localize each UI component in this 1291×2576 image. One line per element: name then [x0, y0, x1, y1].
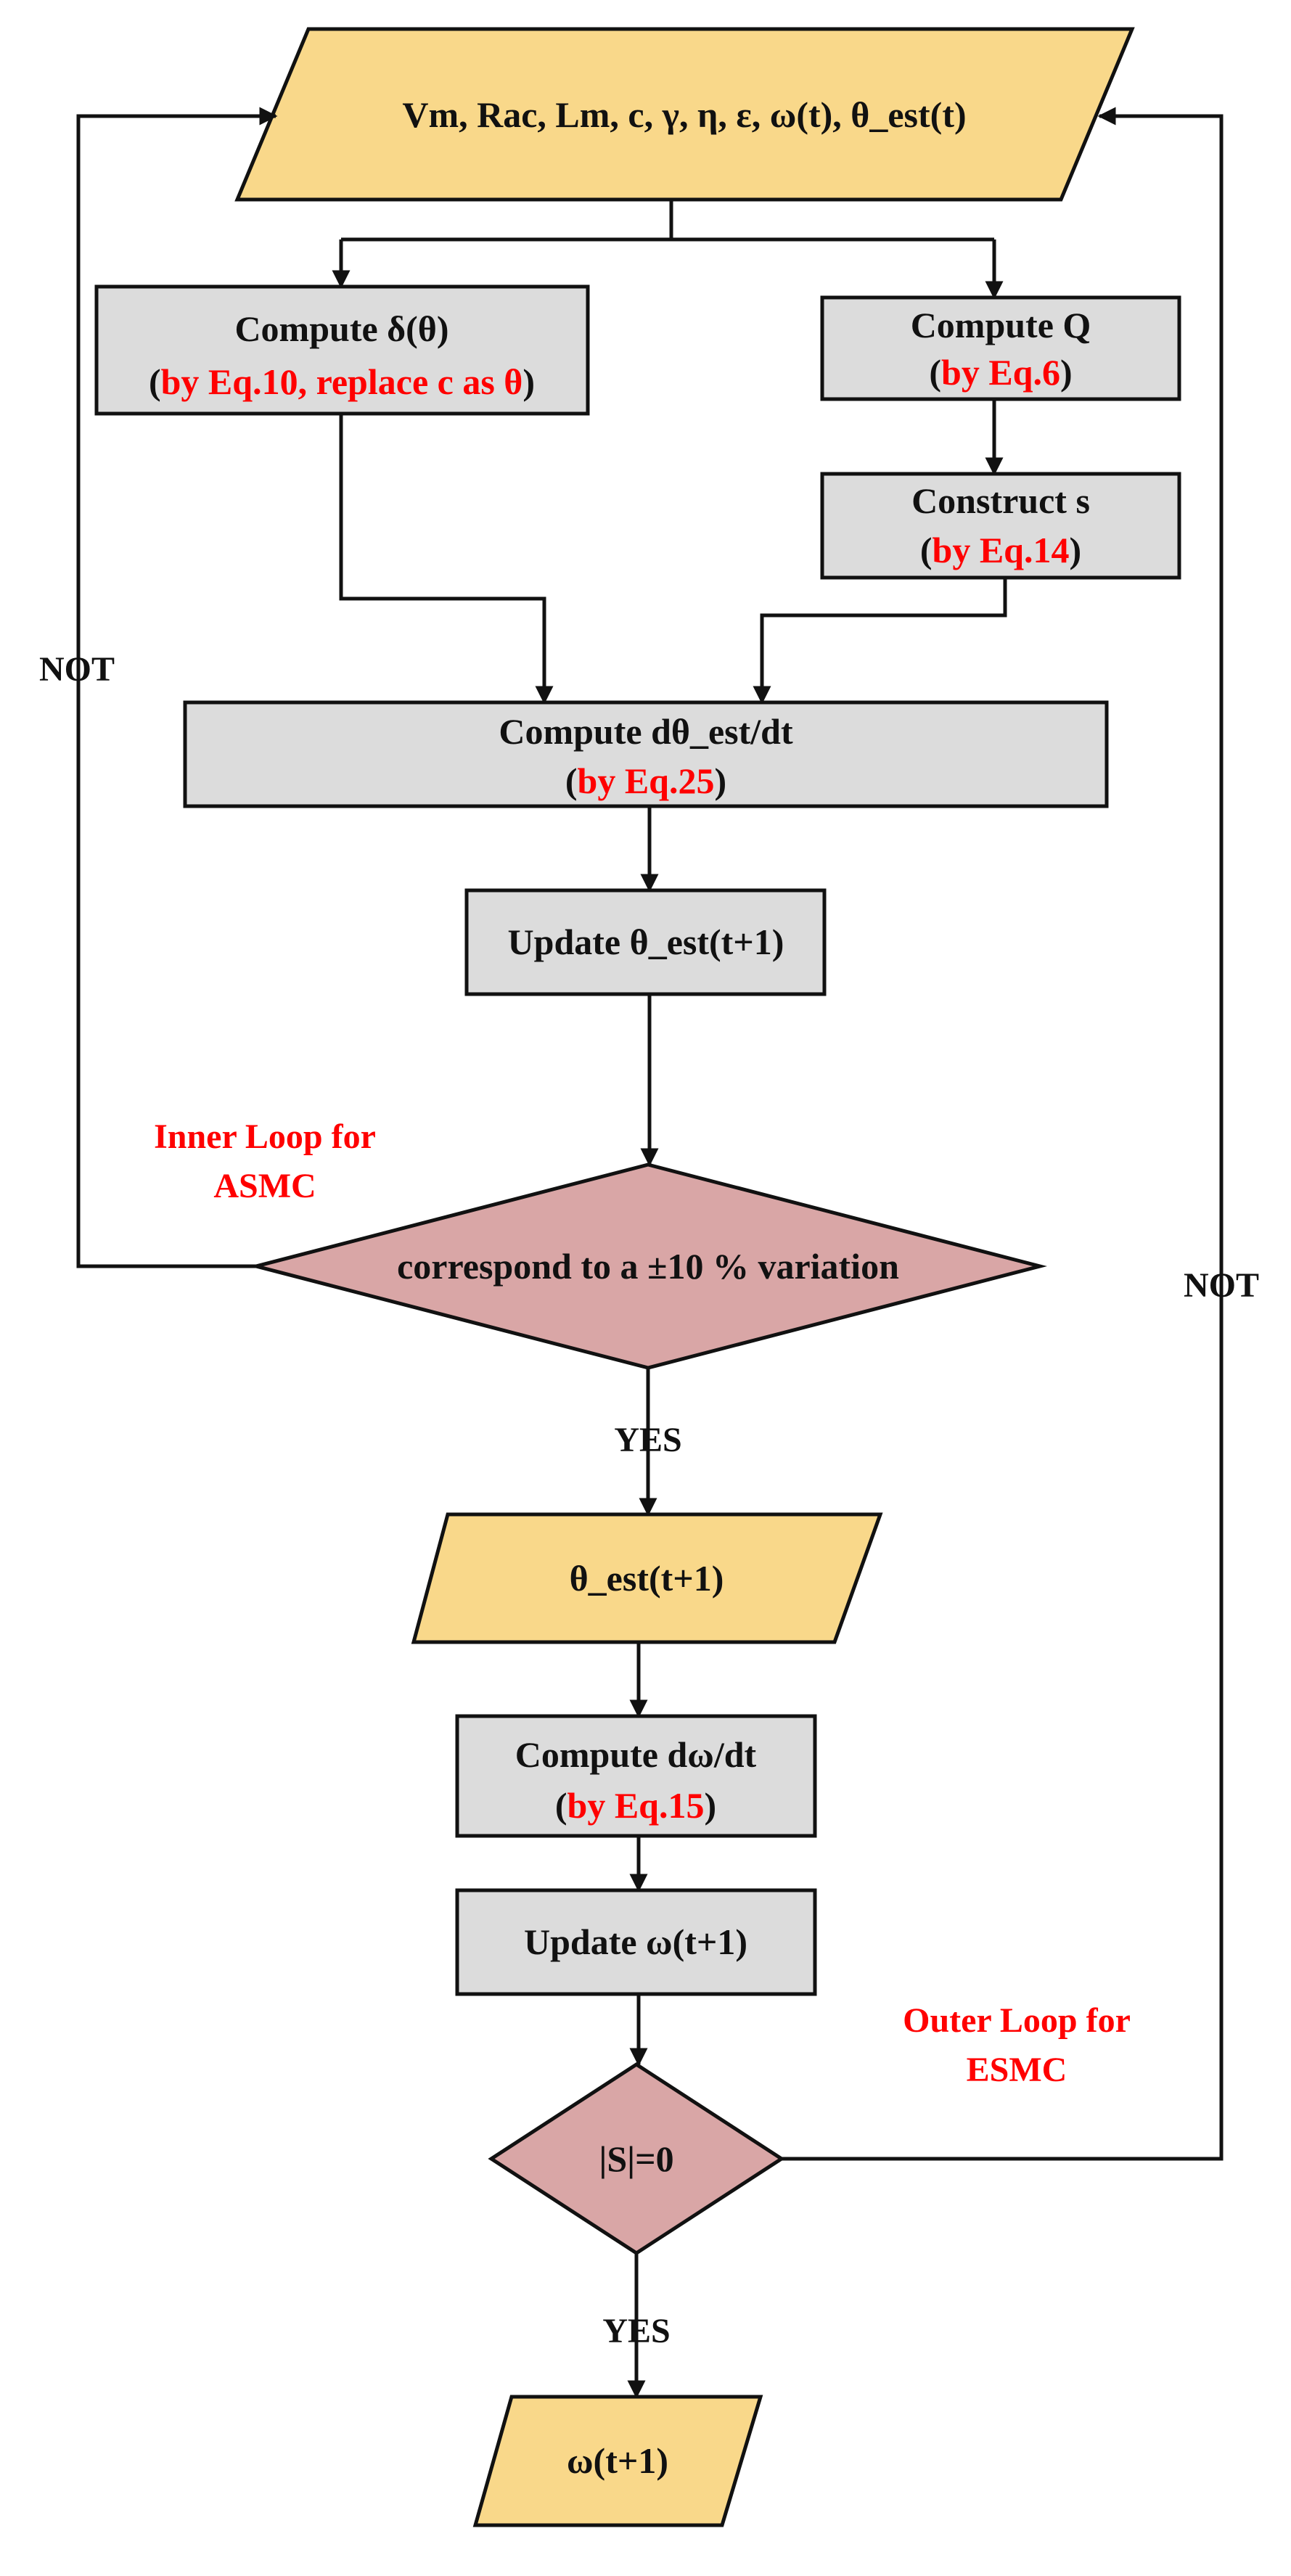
compute-q-ref: (by Eq.6) [929, 352, 1072, 393]
construct-s-box [820, 472, 1181, 580]
compute-domega-ref-eq: by Eq.15 [567, 1785, 705, 1826]
edge-outer-not-loop [782, 107, 1224, 2161]
theta-output-text: θ_est(t+1) [570, 1558, 724, 1599]
compute-delta-box [94, 284, 590, 416]
outer-loop-label-line1: Outer Loop for [903, 2001, 1131, 2040]
compute-q-ref-open: ( [929, 352, 941, 393]
variation-decision-text: correspond to a ±10 % variation [397, 1246, 899, 1287]
compute-delta-title: Compute δ(θ) [234, 308, 448, 349]
s-zero-text: |S|=0 [599, 2138, 673, 2179]
inner-loop-label-line2: ASMC [213, 1167, 316, 1205]
omega-output-text: ω(t+1) [567, 2440, 668, 2481]
outer-loop-label-line2: ESMC [967, 2051, 1067, 2089]
compute-domega-ref-close: ) [704, 1785, 716, 1826]
construct-s-ref-close: ) [1069, 530, 1081, 570]
construct-s-title: Construct s [911, 480, 1090, 521]
compute-delta-ref-open: ( [149, 361, 161, 402]
compute-q-ref-eq: by Eq.6 [941, 352, 1060, 393]
edge-delta-to-dtheta [339, 414, 554, 705]
yes-variation-label: YES [614, 1421, 681, 1459]
compute-domega-ref-open: ( [555, 1785, 567, 1826]
edge-s-to-dtheta [753, 578, 1007, 705]
construct-s-ref-eq: by Eq.14 [933, 530, 1070, 570]
construct-s-ref-open: ( [920, 530, 933, 570]
compute-q-ref-close: ) [1060, 352, 1073, 393]
compute-dtheta-ref-close: ) [714, 760, 726, 801]
outer-not-label: NOT [1184, 1266, 1259, 1305]
compute-delta-ref-eq: by Eq.10, replace c as θ [161, 361, 523, 402]
compute-domega-title: Compute dω/dt [515, 1734, 757, 1775]
update-omega-text: Update ω(t+1) [524, 1921, 747, 1962]
compute-dtheta-box [183, 700, 1109, 808]
inner-loop-label-line1: Inner Loop for [154, 1117, 376, 1156]
inputs-parallelogram [234, 27, 1135, 202]
compute-delta-ref-close: ) [522, 361, 535, 402]
compute-domega-ref: (by Eq.15) [555, 1785, 716, 1826]
theta-output-parallelogram [411, 1512, 883, 1644]
compute-dtheta-ref: (by Eq.25) [565, 760, 726, 801]
yes-s-label: YES [602, 2312, 670, 2350]
inputs-text: Vm, Rac, Lm, c, γ, η, ε, ω(t), θ_est(t) [402, 94, 966, 135]
compute-dtheta-ref-eq: by Eq.25 [578, 760, 715, 801]
compute-q-box [820, 295, 1181, 401]
inner-not-label: NOT [39, 650, 115, 689]
update-theta-box [464, 888, 827, 996]
construct-s-ref: (by Eq.14) [920, 530, 1081, 570]
compute-dtheta-title: Compute dθ_est/dt [499, 711, 793, 752]
edge-inner-not-loop [76, 107, 278, 1268]
compute-delta-ref: (by Eq.10, replace c as θ) [149, 361, 535, 402]
omega-output-parallelogram [472, 2395, 763, 2527]
compute-q-title: Compute Q [911, 305, 1091, 345]
update-theta-text: Update θ_est(t+1) [508, 922, 784, 962]
compute-dtheta-ref-open: ( [565, 760, 578, 801]
